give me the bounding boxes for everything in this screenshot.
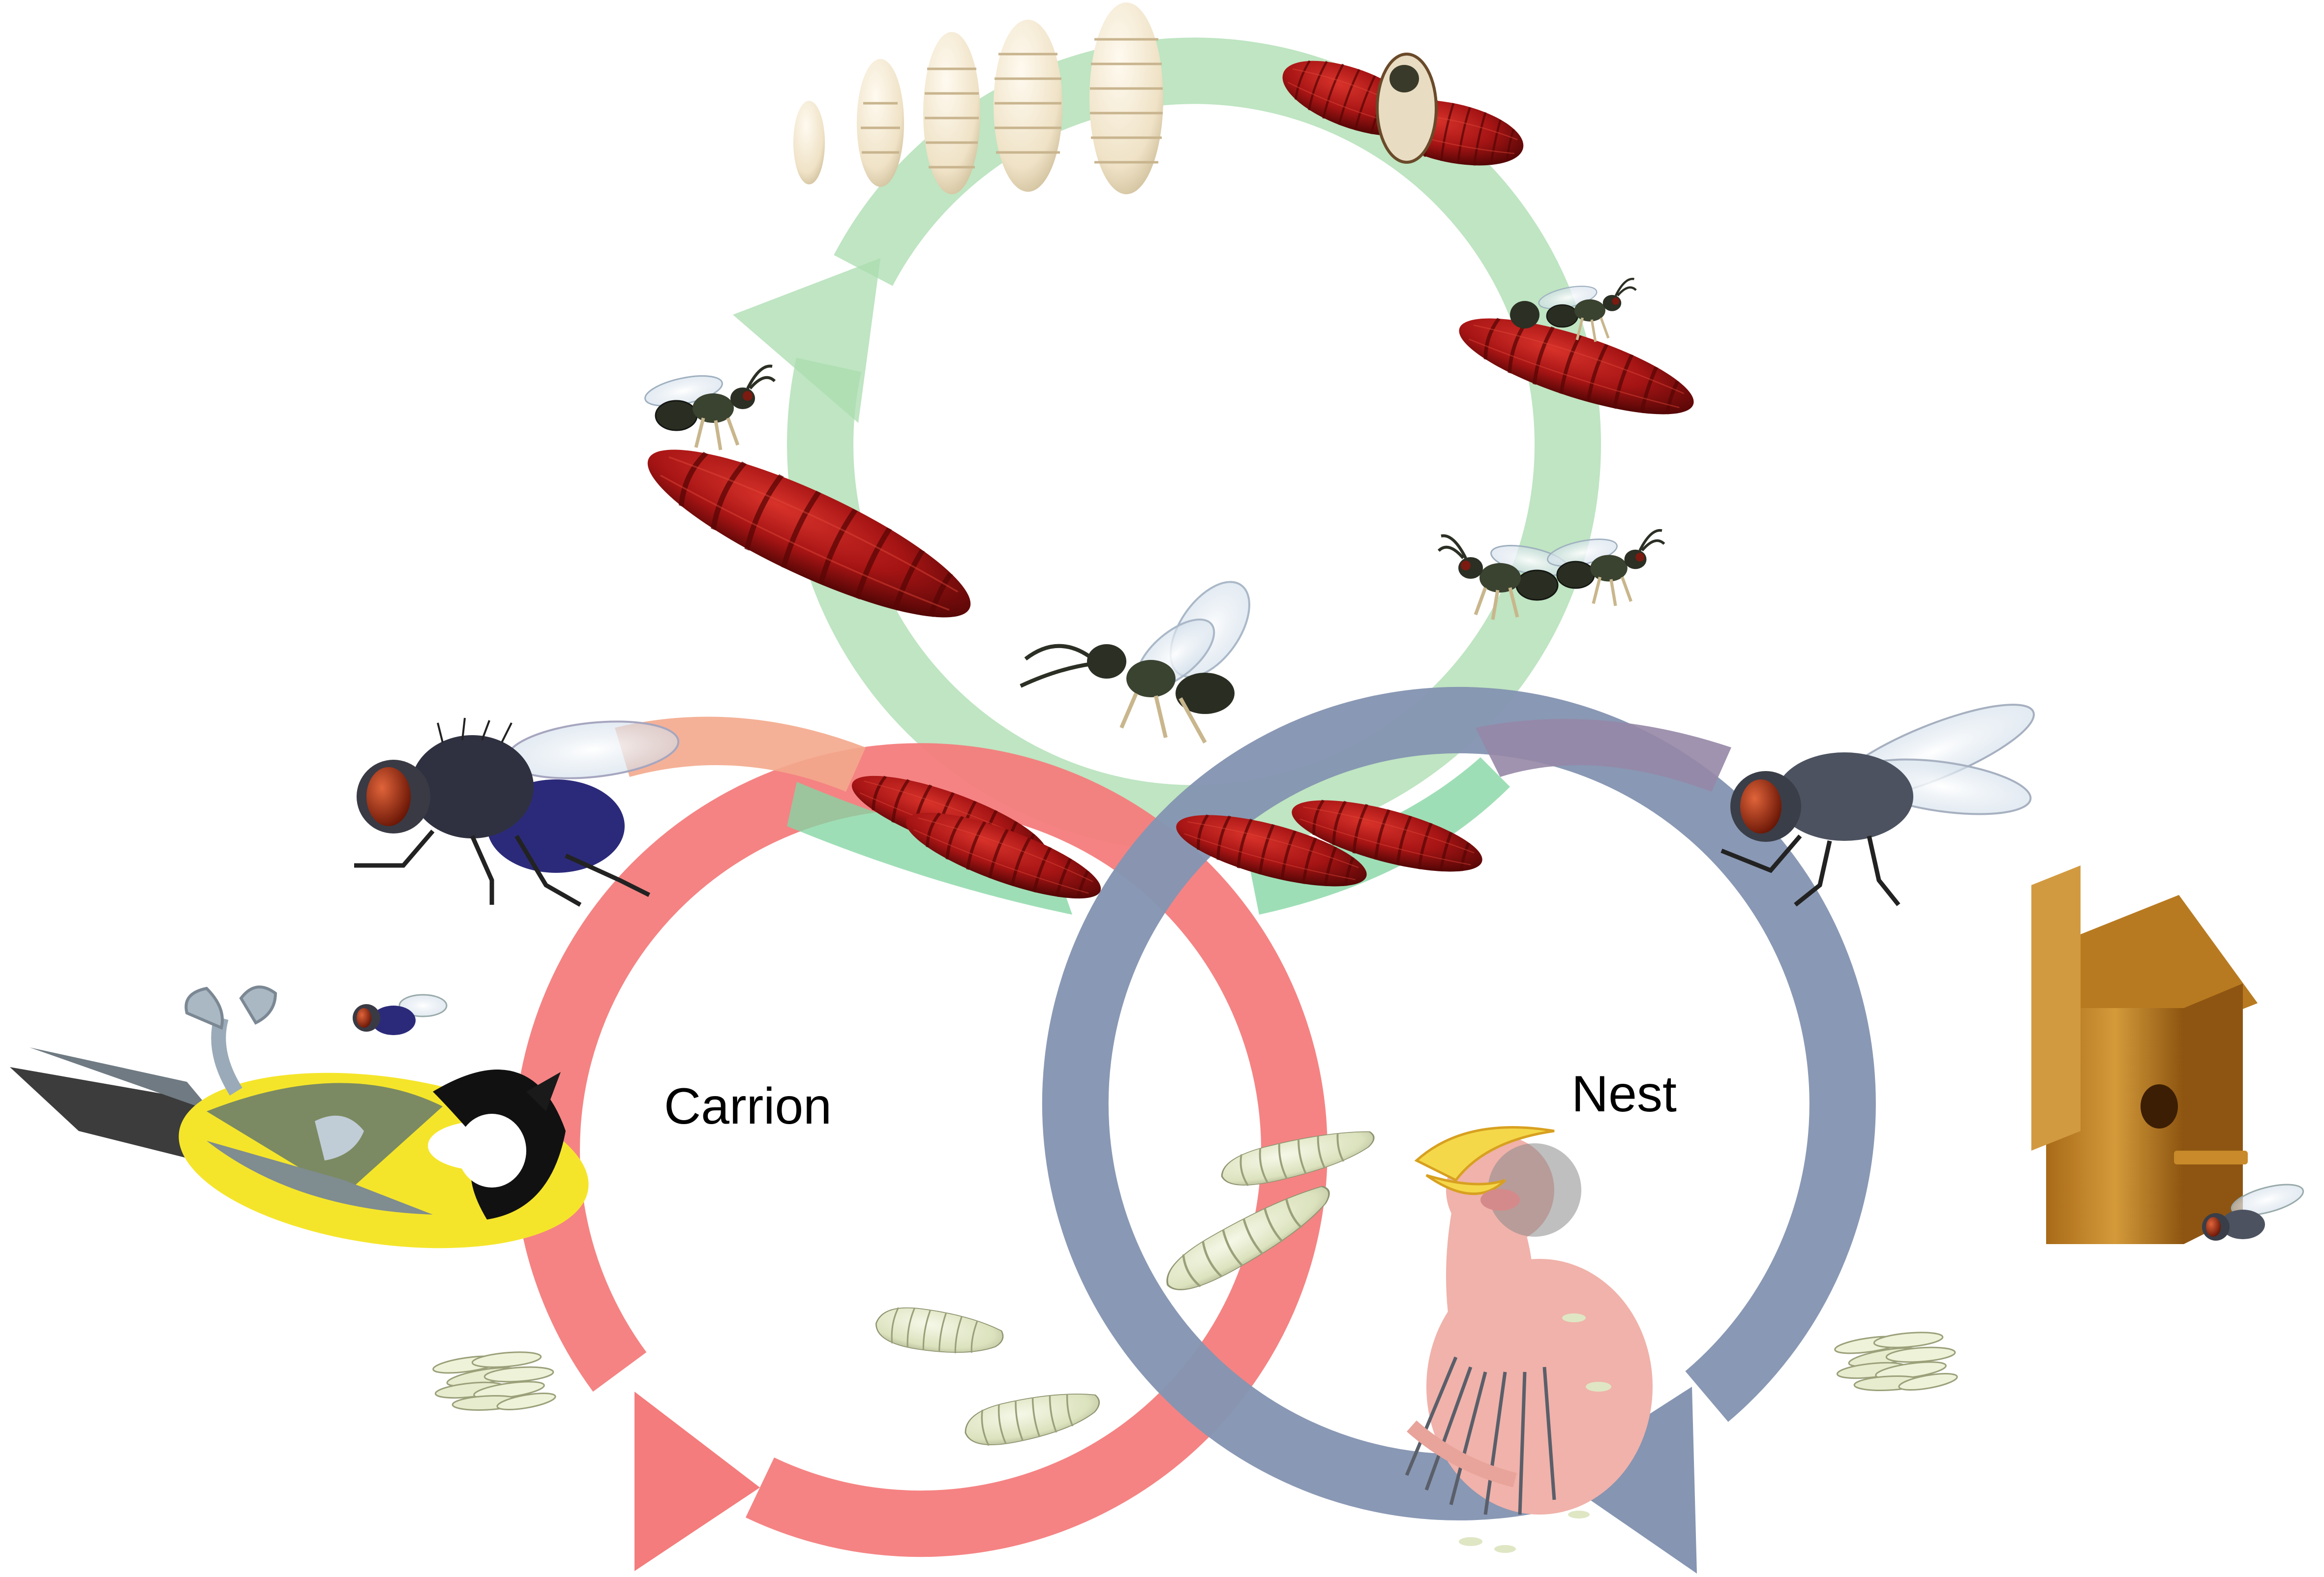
fly-egg-cluster-icon — [431, 1349, 557, 1414]
housefly-icon — [1720, 704, 2035, 907]
overlap-purple — [1476, 719, 1731, 792]
overlap-orange — [615, 716, 866, 792]
small-housefly-icon — [2202, 1184, 2304, 1241]
nest-box-icon — [2031, 865, 2258, 1244]
nest-cycle-arrow — [1042, 686, 1876, 1574]
nestling-chick-icon — [1405, 1126, 1653, 1553]
dead-great-tit-icon — [10, 985, 589, 1249]
small-blowfly-icon — [353, 994, 448, 1035]
fly-egg-cluster-nest-icon — [1833, 1329, 1959, 1394]
flying-wasp-icon — [1020, 581, 1250, 744]
ovipositing-wasp-puparium-icon — [1450, 279, 1703, 434]
emerging-wasp-puparium-icon — [1273, 45, 1530, 177]
carrion-cycle-arrow — [513, 743, 1328, 1571]
wasp-larva-sequence-icon — [793, 2, 1163, 194]
blowfly-icon — [354, 717, 680, 907]
nest-label: Nest — [1571, 1066, 1677, 1123]
carrion-label: Carrion — [664, 1078, 832, 1135]
